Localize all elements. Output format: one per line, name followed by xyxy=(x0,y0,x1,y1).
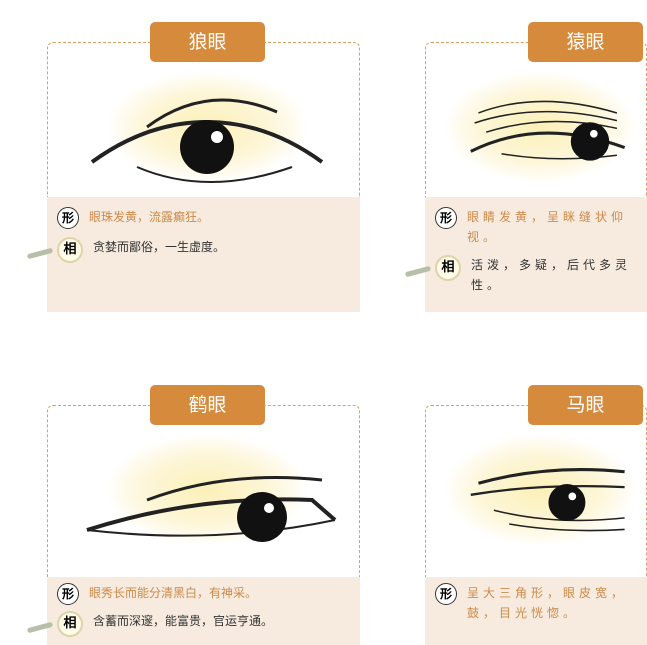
xing-badge: 形 xyxy=(435,207,457,229)
card-horse-eye: 马眼 形呈大三角形，眼皮宽，鼓，目光恍惚。 xyxy=(425,385,647,645)
magnifier-handle-icon xyxy=(26,621,54,634)
card-title: 马眼 xyxy=(528,385,643,425)
fortune-text: 含蓄而深邃，能富贵，官运亨通。 xyxy=(93,614,274,628)
eye-illustration xyxy=(86,476,337,542)
xing-badge: 形 xyxy=(57,583,79,605)
card-title: 鹤眼 xyxy=(150,385,265,425)
card-ape-eye: 猿眼 形眼睛发黄，呈眯缝状仰视。 相活泼，多疑，后代多灵性。 xyxy=(404,22,647,312)
magnifier-handle-icon xyxy=(404,265,432,278)
eye-illustration xyxy=(470,468,625,532)
description-panel: 形呈大三角形，眼皮宽，鼓，目光恍惚。 xyxy=(425,577,647,645)
xiang-badge: 相 xyxy=(57,611,83,637)
fortune-text: 活泼，多疑，后代多灵性。 xyxy=(471,258,632,292)
eye-illustration xyxy=(470,100,626,161)
description-panel: 形眼珠发黄，流露癫狂。 相贪婪而鄙俗，一生虚度。 xyxy=(26,197,360,312)
glow xyxy=(445,72,635,182)
fortune-text: 贪婪而鄙俗，一生虚度。 xyxy=(93,240,226,254)
description-panel: 形眼秀长而能分清黑白，有神采。 相含蓄而深邃，能富贵，官运亨通。 xyxy=(26,577,360,645)
xing-badge: 形 xyxy=(57,207,79,229)
appearance-text: 眼珠发黄，流露癫狂。 xyxy=(89,210,210,224)
xing-badge: 形 xyxy=(435,583,457,605)
appearance-text: 眼睛发黄，呈眯缝状仰视。 xyxy=(467,210,628,244)
card-wolf-eye: 狼眼 形眼珠发黄，流露癫狂。 相贪婪而鄙俗，一生虚度。 xyxy=(26,22,360,312)
card-crane-eye: 鹤眼 形眼秀长而能分清黑白，有神采。 相含蓄而深邃，能富贵，官运亨通。 xyxy=(26,385,360,645)
card-title: 猿眼 xyxy=(528,22,643,62)
magnifier-handle-icon xyxy=(26,247,54,260)
card-title: 狼眼 xyxy=(150,22,265,62)
description-panel: 形眼睛发黄，呈眯缝状仰视。 相活泼，多疑，后代多灵性。 xyxy=(404,197,647,312)
xiang-badge: 相 xyxy=(435,255,461,281)
glow xyxy=(445,435,635,545)
eye-illustration xyxy=(90,98,324,183)
appearance-text: 呈大三角形，眼皮宽，鼓，目光恍惚。 xyxy=(467,586,628,620)
appearance-text: 眼秀长而能分清黑白，有神采。 xyxy=(89,586,258,600)
xiang-badge: 相 xyxy=(57,237,83,263)
